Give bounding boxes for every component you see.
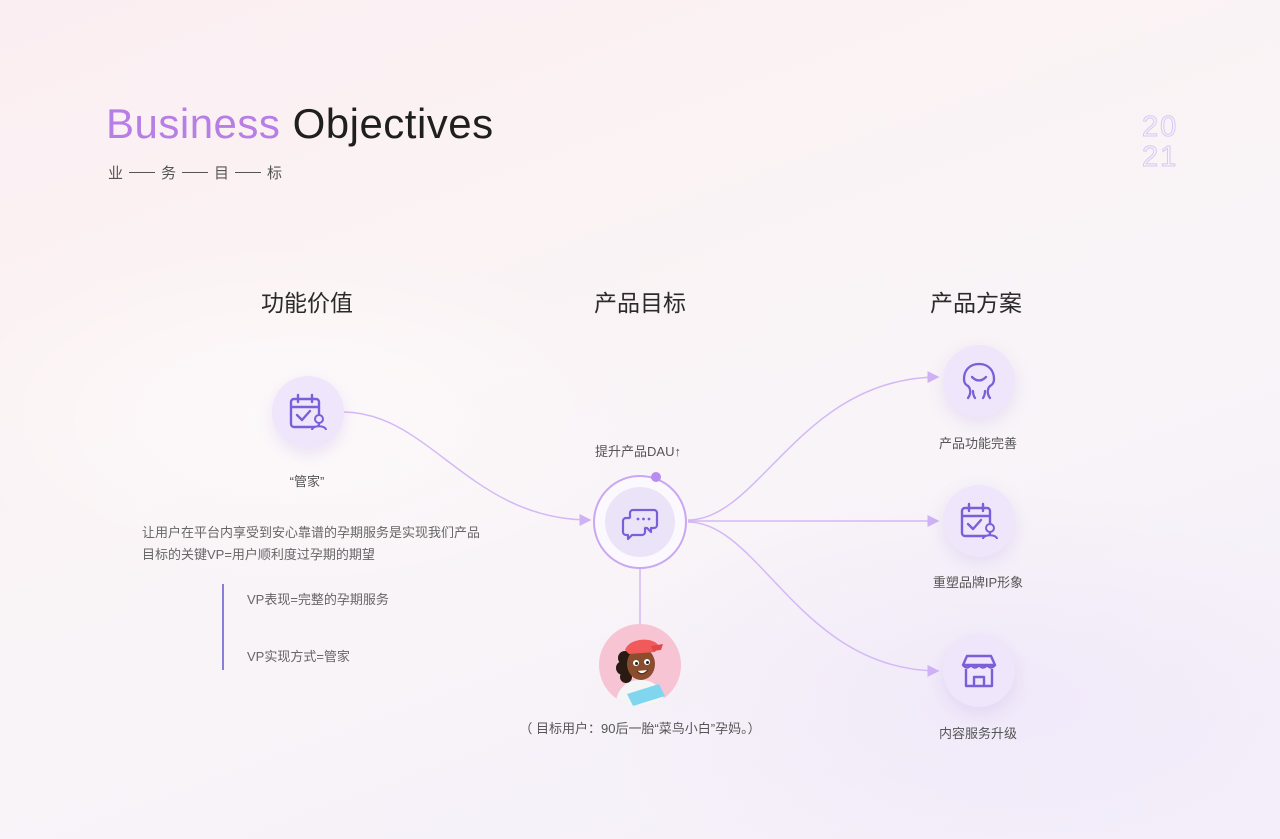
solution-label: 重塑品牌IP形象 xyxy=(932,575,1024,590)
column-heading-goal: 产品目标 xyxy=(594,290,686,316)
goal-label: 提升产品DAU↑ xyxy=(595,444,681,459)
smiling-face-icon xyxy=(962,362,996,400)
page-title: Business Objectives xyxy=(106,100,494,148)
target-user-label: （ 目标用户：90后一胎“菜鸟小白”孕妈。） xyxy=(519,721,761,736)
vp-item: VP实现方式=管家 xyxy=(247,649,350,664)
ring-dot xyxy=(651,472,661,482)
calendar-user-icon xyxy=(960,502,998,540)
subtitle-char: 标 xyxy=(267,165,283,182)
solution-icon-circle xyxy=(943,345,1015,417)
column-heading-value: 功能价值 xyxy=(261,290,353,316)
subtitle-dash xyxy=(235,172,262,173)
title-part-objectives: Objectives xyxy=(292,100,494,147)
vp-item: VP表现=完整的孕期服务 xyxy=(247,592,389,607)
left-label: “管家” xyxy=(289,474,325,489)
link-center-to-bottom xyxy=(687,521,940,677)
subtitle-char: 务 xyxy=(161,165,177,182)
subtitle-char: 目 xyxy=(214,165,230,182)
store-icon xyxy=(961,654,997,688)
link-left-to-center xyxy=(342,411,592,526)
solution-label: 产品功能完善 xyxy=(938,436,1018,451)
solution-label: 内容服务升级 xyxy=(938,726,1018,741)
year-top: 20 xyxy=(1141,111,1179,143)
link-center-to-top xyxy=(687,371,940,521)
subtitle-dash xyxy=(182,172,209,173)
column-heading-solution: 产品方案 xyxy=(930,290,1022,316)
subtitle-char: 业 xyxy=(108,165,124,182)
subtitle-dash xyxy=(129,172,156,173)
title-part-business: Business xyxy=(106,100,281,147)
chat-bubble-icon xyxy=(621,508,659,541)
user-avatar xyxy=(599,624,681,706)
calendar-user-icon xyxy=(289,393,327,431)
solution-icon-circle xyxy=(943,485,1015,557)
solution-icon-circle xyxy=(943,635,1015,707)
avatar-illustration xyxy=(599,624,681,706)
vp-divider xyxy=(222,584,224,670)
goal-icon-circle xyxy=(605,487,675,557)
page-subtitle: 业 务 目 标 xyxy=(108,162,282,183)
year-mark: 20 21 xyxy=(1141,111,1179,173)
year-bottom: 21 xyxy=(1141,141,1179,173)
value-description: 让用户在平台内享受到安心靠谱的孕期服务是实现我们产品目标的关键VP=用户顺利度过… xyxy=(142,525,481,562)
left-icon-circle xyxy=(272,376,344,448)
